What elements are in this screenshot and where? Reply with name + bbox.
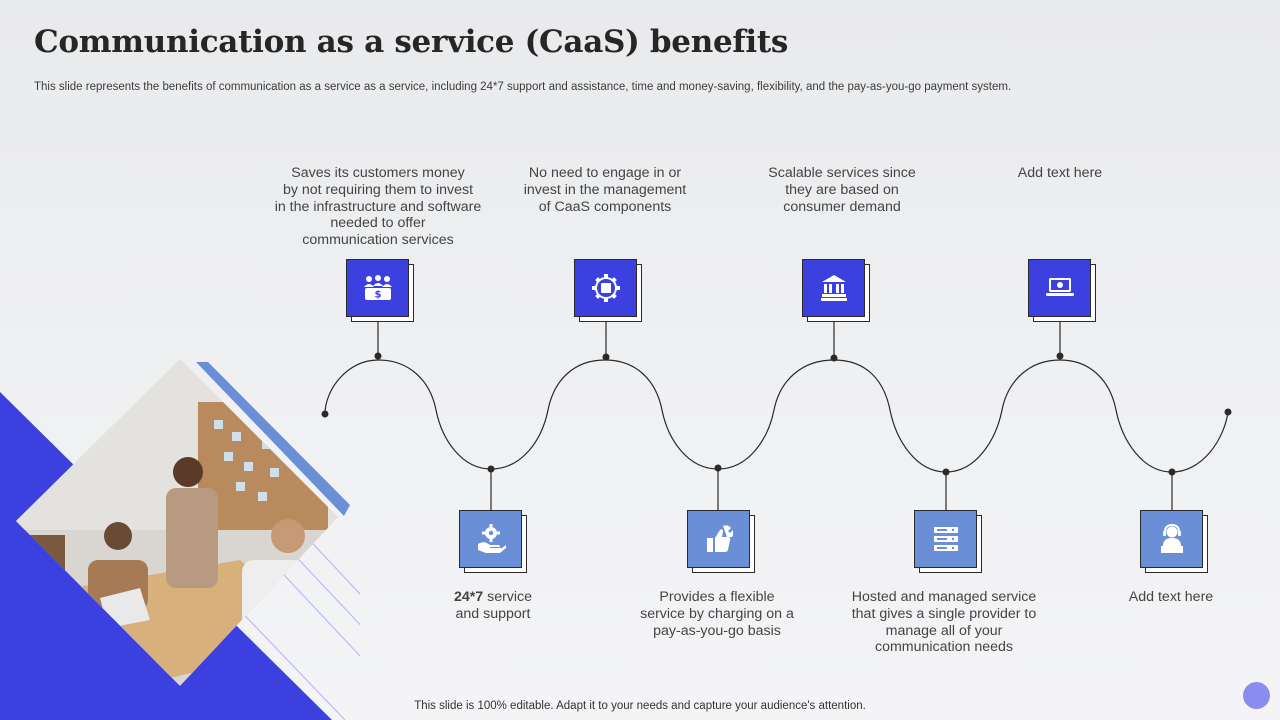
text-line: consumer demand — [783, 198, 901, 215]
server-icon-box — [914, 510, 982, 573]
text-line: they are based on — [785, 181, 899, 198]
text-line: communication services — [302, 232, 454, 249]
money-team-icon-box: $ — [346, 259, 414, 322]
text-line: needed to offer — [330, 215, 426, 232]
server-icon — [933, 527, 958, 551]
text-line: and support — [455, 605, 531, 622]
page-title: Communication as a service (CaaS) benefi… — [34, 24, 789, 60]
benefit-text-support: 24*7 service and support — [413, 589, 573, 623]
money-team-icon: $ — [363, 275, 392, 301]
light-blue-strip — [196, 362, 350, 516]
support-agent-icon — [1160, 524, 1183, 553]
text-line: Add text here — [1128, 589, 1214, 605]
text-line: of CaaS components — [538, 198, 672, 215]
benefit-text-flexible: Provides a flexible service by charging … — [617, 589, 817, 639]
text-line: Scalable services since — [768, 165, 916, 181]
text-line: invest in the management — [523, 181, 687, 198]
text-line: Add text here — [1017, 165, 1103, 181]
benefit-text-cost-saving: Saves its customers money by not requiri… — [268, 165, 488, 249]
text-line: that gives a single provider to — [851, 605, 1037, 622]
benefit-text-scalable: Scalable services since they are based o… — [742, 165, 942, 215]
text-line: by not requiring them to invest — [282, 181, 474, 198]
hand-gear-icon-box — [459, 510, 527, 573]
text-line: 24*7 service — [413, 589, 573, 606]
laptop-icon-box — [1028, 259, 1096, 322]
decorative-lines — [229, 529, 360, 720]
text-line: No need to engage in or — [528, 165, 682, 181]
bold-label: 24*7 — [453, 589, 484, 605]
decorative-photo-panel — [0, 359, 360, 720]
puzzle-gear-icon-box — [574, 259, 642, 322]
floating-action-button[interactable] — [1243, 682, 1270, 709]
benefit-text-hosted: Hosted and managed service that gives a … — [834, 589, 1054, 656]
scalable-building-icon-box — [802, 259, 870, 322]
thumbs-up-wrench-icon-box — [687, 510, 755, 573]
text-line: manage all of your — [885, 622, 1003, 639]
thumbs-up-wrench-icon — [706, 525, 733, 552]
scalable-building-icon — [820, 275, 847, 301]
puzzle-gear-icon — [591, 274, 620, 302]
text-line: service by charging on a — [640, 605, 794, 622]
footer-note: This slide is 100% editable. Adapt it to… — [414, 700, 866, 712]
support-agent-icon-box — [1140, 510, 1208, 573]
benefit-text-no-management: No need to engage in or invest in the ma… — [505, 165, 705, 215]
text-line: Saves its customers money — [291, 165, 465, 181]
text-line: pay-as-you-go basis — [653, 622, 781, 639]
text-line: in the infrastructure and software — [274, 198, 482, 215]
svg-text:$: $ — [374, 290, 381, 301]
text-line: Provides a flexible — [659, 589, 775, 605]
hand-gear-icon — [477, 524, 506, 553]
benefit-text-placeholder-top: Add text here — [960, 165, 1160, 182]
page-subtitle: This slide represents the benefits of co… — [34, 81, 1012, 93]
text-fragment: service — [483, 589, 533, 605]
text-line: communication needs — [874, 639, 1013, 656]
laptop-icon — [1045, 278, 1074, 296]
benefit-text-placeholder-bottom: Add text here — [1091, 589, 1251, 606]
text-line: Hosted and managed service — [851, 589, 1037, 605]
